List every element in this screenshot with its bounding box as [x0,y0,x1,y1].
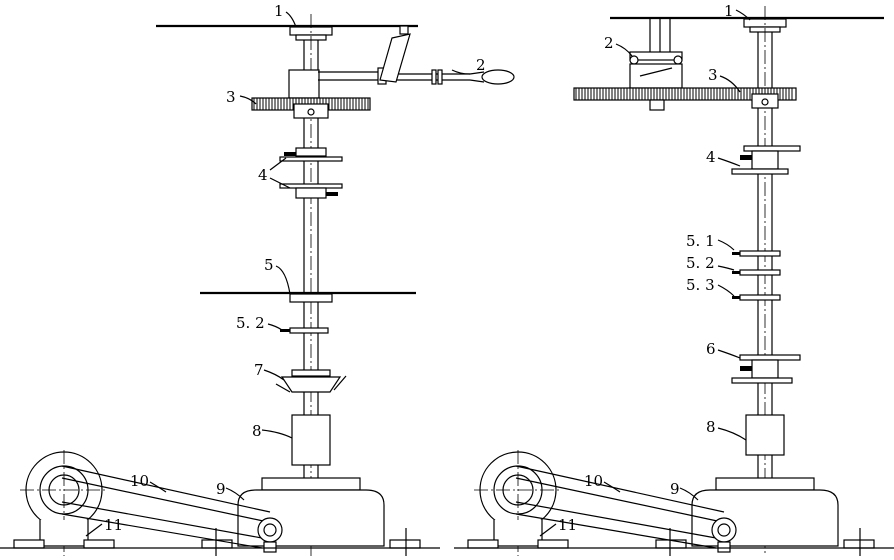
right-gear-teeth [575,88,793,100]
left-lever [379,33,411,83]
left-motor-stand [39,520,89,547]
left-cone [280,376,342,393]
left-label-3: 3 [226,88,236,106]
left-label-11: 11 [104,516,123,534]
right-label-9: 9 [670,480,680,498]
right-collar-51 [739,250,781,257]
left-label-5: 5 [264,256,274,274]
left-collar-a [279,156,343,162]
right-collar-53 [739,294,781,301]
right-belt-top [515,465,725,513]
left-label-2: 2 [476,56,486,74]
right-label-10: 10 [584,472,603,490]
right-label-5-2: 5. 2 [686,254,715,272]
left-label-1: 1 [274,2,284,20]
right-collar-52 [739,269,781,276]
left-label-7: 7 [254,361,264,379]
right-label-5-1: 5. 1 [686,232,715,250]
right-label-6: 6 [706,340,716,358]
left-belt-top [61,465,271,513]
left-label-8: 8 [252,422,262,440]
left-collar-52 [289,327,329,334]
right-clamp [629,51,683,61]
right-collar-6 [751,359,779,379]
left-coupling [291,414,331,466]
left-label-10: 10 [130,472,149,490]
left-handle-block [288,69,320,99]
left-label-5-2: 5. 2 [236,314,265,332]
left-label-4: 4 [258,166,268,184]
right-label-11: 11 [558,516,577,534]
right-figure: 1 2 3 4 5. 1 5. 2 5. 3 6 8 9 10 11 [454,2,894,556]
right-label-8: 8 [706,418,716,436]
right-label-2: 2 [604,34,614,52]
right-coupling [745,414,785,456]
left-label-9: 9 [216,480,226,498]
left-figure: 1 2 3 4 5 5. 2 7 8 9 10 11 [0,2,515,556]
right-label-1: 1 [724,2,734,20]
right-motor-stand [493,520,543,547]
right-label-4: 4 [706,148,716,166]
right-label-3: 3 [708,66,718,84]
left-handle-knob [481,69,515,85]
right-clamp-body [629,63,683,89]
right-label-5-3: 5. 3 [686,276,715,294]
right-collar-4 [751,150,779,170]
